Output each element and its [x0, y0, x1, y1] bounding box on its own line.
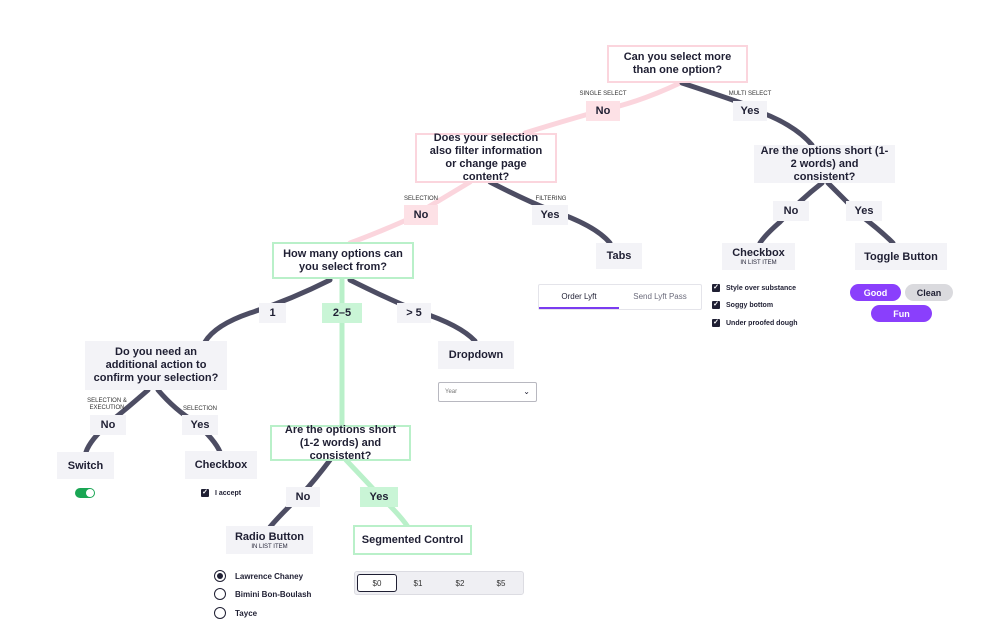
checkbox-label: Under proofed dough [726, 319, 798, 327]
answer-more-than-five: > 5 [397, 303, 431, 323]
checkbox-label: I accept [215, 489, 242, 497]
dropdown-placeholder: Year [445, 389, 458, 395]
answer-q6-no: No [286, 487, 320, 507]
tag-multi-select: MULTI SELECT [728, 91, 772, 97]
radio-selected-icon [214, 570, 226, 582]
result-checkbox-list: Checkbox IN LIST ITEM [722, 243, 795, 270]
dropdown-year[interactable]: Year ⌄ [438, 382, 537, 402]
result-switch: Switch [57, 452, 114, 479]
checkbox-label: Soggy bottom [726, 301, 774, 309]
tag-selection: SELECTION [403, 196, 438, 202]
checkbox-label: Style over substance [726, 284, 797, 292]
edge-q3-no [757, 180, 825, 246]
segment-2[interactable]: $2 [455, 578, 465, 588]
result-segmented-control: Segmented Control [353, 525, 472, 555]
result-checkbox-list-title: Checkbox [732, 247, 785, 259]
question-multiple-selection: Can you select more than one option? [607, 45, 748, 83]
answer-q6-yes: Yes [360, 487, 398, 507]
checkbox-i-accept[interactable]: ✓ I accept [201, 489, 241, 497]
chevron-down-icon: ⌄ [523, 387, 530, 396]
radio-label: Bimini Bon-Boulash [235, 589, 312, 599]
radio-bimini-bon-boulash[interactable]: Bimini Bon-Boulash [214, 588, 311, 600]
question-options-short-single: Are the options short (1-2 words) and co… [270, 424, 411, 462]
checkmark-icon: ✓ [712, 301, 720, 309]
radio-unselected-icon [214, 607, 226, 619]
segment-5[interactable]: $5 [496, 578, 506, 588]
radio-lawrence-chaney[interactable]: Lawrence Chaney [214, 570, 303, 582]
segment-0[interactable]: $0 [357, 574, 397, 592]
radio-label: Lawrence Chaney [235, 571, 304, 581]
edge-yes-q3 [757, 109, 815, 148]
switch-knob [86, 489, 94, 497]
toggle-good[interactable]: Good [850, 284, 901, 301]
question-how-many-options: How many options can you select from? [272, 242, 414, 279]
radio-unselected-icon [214, 588, 226, 600]
checkmark-icon: ✓ [201, 489, 209, 497]
question-options-short-multi: Are the options short (1-2 words) and co… [754, 145, 895, 183]
result-dropdown: Dropdown [438, 341, 514, 369]
question-additional-action: Do you need an additional action to conf… [85, 341, 227, 390]
answer-q2-yes: Yes [532, 205, 568, 225]
tag-selection-only: SELECTION [182, 406, 217, 412]
answer-two-to-five: 2–5 [322, 303, 362, 323]
radio-tayce[interactable]: Tayce [214, 607, 257, 619]
tag-filtering: FILTERING [535, 196, 567, 202]
result-checkbox-list-sub: IN LIST ITEM [740, 260, 777, 266]
checkbox-under-proofed-dough[interactable]: ✓ Under proofed dough [712, 319, 798, 327]
answer-q3-yes: Yes [846, 201, 882, 221]
checkmark-icon: ✓ [712, 284, 720, 292]
tab-send-lyft-pass[interactable]: Send Lyft Pass [633, 291, 687, 301]
question-filter-content: Does your selection also filter informat… [415, 132, 557, 183]
answer-one: 1 [259, 303, 286, 323]
answer-q5-yes: Yes [182, 415, 218, 435]
tabs-example: Order Lyft Send Lyft Pass [538, 284, 702, 310]
checkmark-icon: ✓ [712, 319, 720, 327]
toggle-clean[interactable]: Clean [905, 284, 953, 301]
segmented-control-example: $0 $1 $2 $5 [354, 571, 524, 595]
answer-q5-no: No [90, 415, 126, 435]
toggle-fun[interactable]: Fun [871, 305, 932, 322]
tab-order-lyft[interactable]: Order Lyft [539, 285, 619, 309]
radio-label: Tayce [235, 608, 258, 618]
result-tabs: Tabs [596, 243, 642, 269]
answer-q1-no: No [586, 101, 620, 121]
edge-q4-one [202, 277, 333, 345]
segment-1[interactable]: $1 [413, 578, 423, 588]
answer-q3-no: No [773, 201, 809, 221]
tag-single-select: SINGLE SELECT [579, 91, 627, 97]
result-radio-button: Radio Button IN LIST ITEM [226, 526, 313, 554]
result-toggle-button: Toggle Button [855, 243, 947, 270]
answer-q1-yes: Yes [733, 101, 767, 121]
result-radio-button-sub: IN LIST ITEM [251, 543, 288, 550]
switch-toggle[interactable] [75, 488, 95, 498]
tag-selection-execution: SELECTION & EXECUTION [87, 398, 127, 411]
result-checkbox: Checkbox [185, 451, 257, 479]
result-radio-button-title: Radio Button [234, 530, 305, 543]
checkbox-soggy-bottom[interactable]: ✓ Soggy bottom [712, 301, 773, 309]
checkbox-style-over-substance[interactable]: ✓ Style over substance [712, 284, 796, 292]
answer-q2-no: No [404, 205, 438, 225]
